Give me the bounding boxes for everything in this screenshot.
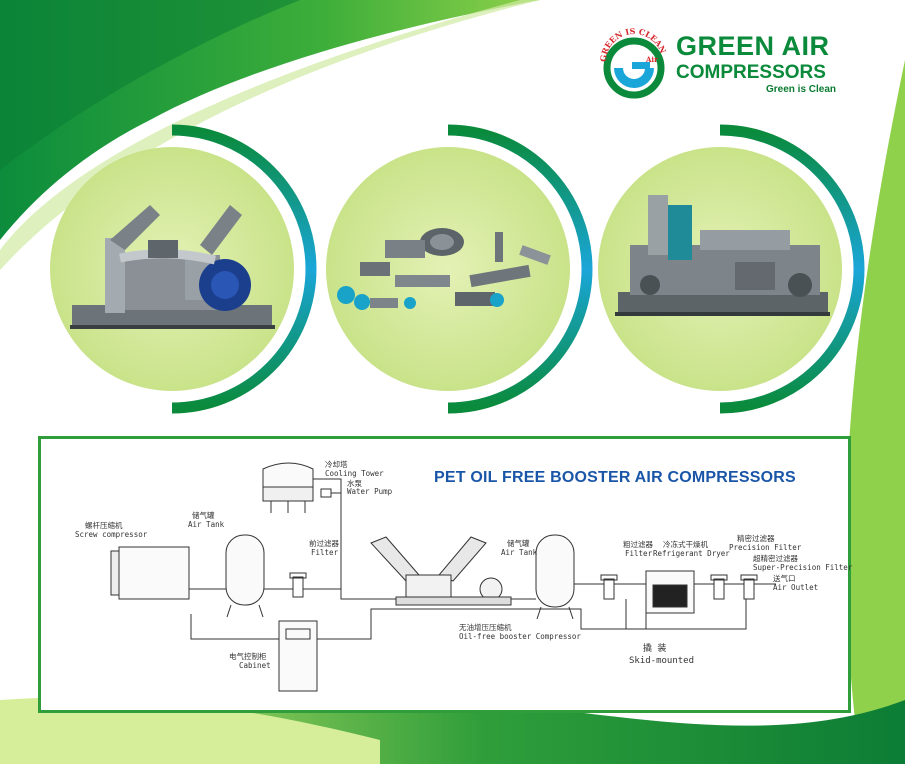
label-booster: Oil-free booster Compressor bbox=[459, 632, 581, 641]
process-flow-diagram bbox=[110, 462, 776, 692]
label-screw-compressor-cn: 螺杆压缩机 bbox=[85, 521, 123, 530]
label-cooling-tower-cn: 冷却塔 bbox=[325, 460, 348, 469]
label-dryer-cn: 冷冻式干燥机 bbox=[663, 540, 708, 549]
label-cabinet: Cabinet bbox=[239, 661, 271, 670]
label-super-cn: 超精密过滤器 bbox=[753, 554, 798, 563]
cooling-tower-shape bbox=[262, 462, 314, 513]
label-super: Super-Precision Filter bbox=[753, 563, 853, 572]
label-water-pump-cn: 水泵 bbox=[347, 479, 362, 488]
brand-name-line2: COMPRESSORS bbox=[676, 62, 826, 83]
label-outlet: Air Outlet bbox=[773, 583, 819, 592]
label-filter-2: Filter bbox=[625, 549, 653, 558]
brand-logo[interactable]: GREEN IS CLEAN Air GREEN AIR COMPRESSORS… bbox=[598, 24, 858, 104]
label-air-tank-2: Air Tank bbox=[501, 548, 538, 557]
air-tank-1-shape bbox=[225, 534, 265, 618]
booster-compressor-image bbox=[70, 205, 275, 329]
screw-compressor-shape bbox=[110, 546, 190, 600]
label-precision-cn: 精密过滤器 bbox=[737, 534, 775, 543]
label-air-tank-2-cn: 储气罐 bbox=[507, 539, 530, 548]
label-cooling-tower: Cooling Tower bbox=[325, 469, 384, 478]
label-skid: Skid-mounted bbox=[629, 656, 695, 666]
label-air-tank-1-cn: 储气罐 bbox=[192, 511, 215, 520]
brand-name-line1: GREEN AIR bbox=[676, 31, 830, 61]
spare-parts-image bbox=[337, 228, 551, 310]
emblem-word: Air bbox=[645, 55, 658, 64]
product-photo-compressor-unit[interactable] bbox=[598, 124, 865, 414]
diagram-title: PET OIL FREE BOOSTER AIR COMPRESSORS bbox=[434, 469, 796, 486]
cabinet-shape bbox=[278, 620, 318, 692]
product-gallery bbox=[50, 124, 865, 414]
brand-emblem-icon: GREEN IS CLEAN Air bbox=[598, 28, 668, 99]
booster-compressor-shape bbox=[370, 536, 512, 606]
label-cabinet-cn: 电气控制柜 bbox=[229, 652, 267, 661]
product-photo-booster-compressor[interactable] bbox=[50, 124, 317, 414]
label-filter-1-cn: 前过滤器 bbox=[309, 539, 339, 548]
label-precision: Precision Filter bbox=[729, 543, 802, 552]
precision-filter-shape bbox=[710, 574, 728, 600]
label-booster-cn: 无油增压压缩机 bbox=[459, 623, 512, 632]
label-dryer: Refrigerant Dryer bbox=[653, 549, 730, 558]
label-skid-cn: 撬 装 bbox=[643, 644, 667, 654]
brand-tagline: Green is Clean bbox=[766, 84, 837, 95]
product-photo-spare-parts[interactable] bbox=[326, 124, 593, 414]
air-tank-2-shape bbox=[535, 534, 575, 620]
water-pump-shape bbox=[320, 488, 332, 498]
process-diagram-panel: PET OIL FREE BOOSTER AIR COMPRESSORS bbox=[38, 436, 853, 713]
compressor-unit-image bbox=[615, 195, 830, 316]
filter-2-shape bbox=[600, 574, 618, 600]
label-air-tank-1: Air Tank bbox=[188, 520, 225, 529]
refrigerant-dryer-shape bbox=[645, 570, 695, 614]
label-filter-1: Filter bbox=[311, 548, 339, 557]
filter-1-shape bbox=[289, 572, 307, 598]
super-precision-filter-shape bbox=[740, 574, 758, 600]
label-outlet-cn: 送气口 bbox=[773, 574, 796, 583]
label-water-pump: Water Pump bbox=[347, 487, 393, 496]
label-screw-compressor: Screw compressor bbox=[75, 530, 148, 539]
label-filter-2-cn: 粗过滤器 bbox=[623, 540, 653, 549]
